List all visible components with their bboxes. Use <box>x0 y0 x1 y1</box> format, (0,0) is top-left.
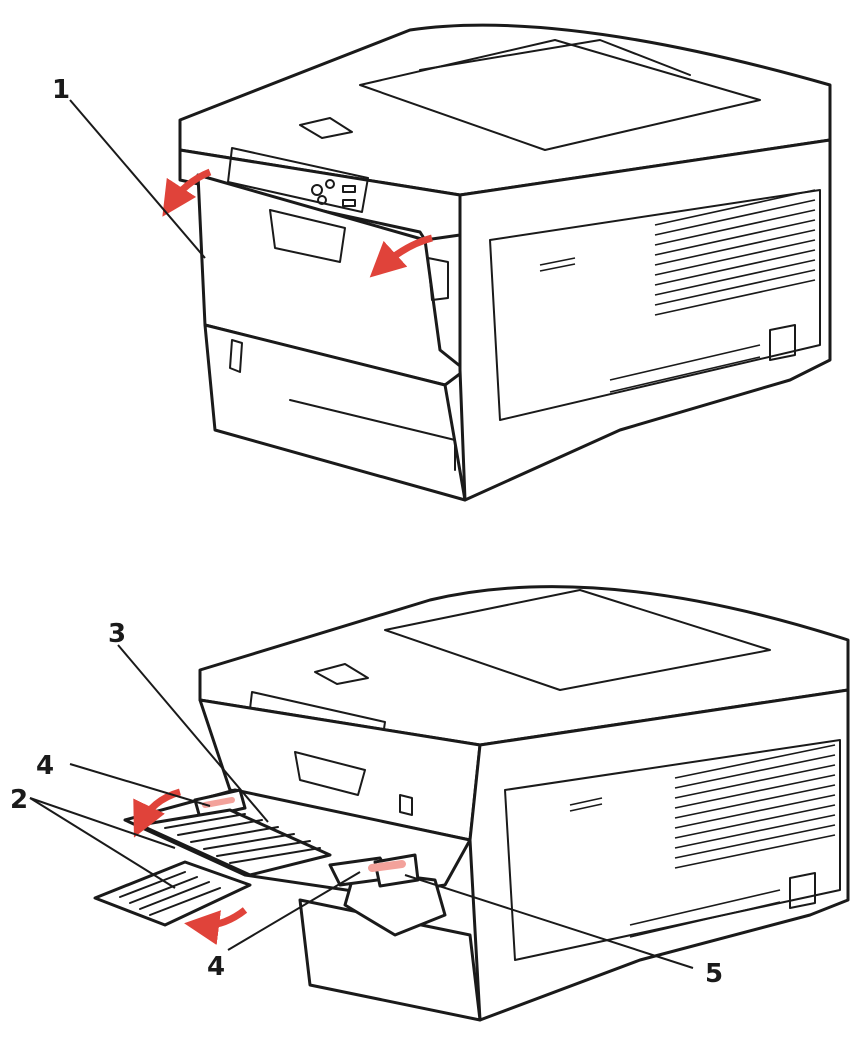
curved-arrow-icon <box>133 788 182 838</box>
control-panel <box>227 147 369 248</box>
grille-vent-icon <box>569 744 836 938</box>
front-cover-handle[interactable] <box>269 209 346 263</box>
callout-2-leader-a <box>29 797 176 849</box>
output-tray <box>359 39 761 151</box>
curved-arrow-icon <box>369 234 433 278</box>
printer-top-lid <box>178 23 832 197</box>
side-latch[interactable] <box>427 257 449 301</box>
output-tray <box>384 589 771 691</box>
printer-bottom-view: 3 4 2 4 5 <box>10 585 850 1022</box>
callout-5: 5 <box>705 959 723 989</box>
callout-4-bottom-leader <box>227 871 361 951</box>
callout-5-leader <box>404 874 694 969</box>
paper-stack-icon <box>138 808 332 877</box>
callout-3: 3 <box>108 619 126 649</box>
callout-4-top-leader <box>69 763 211 807</box>
printer-right-side <box>458 138 832 502</box>
grille-vent-icon <box>539 189 816 393</box>
printer-top-lid <box>198 585 850 747</box>
callout-3-leader <box>117 644 269 823</box>
printer-top-view: 1 <box>52 23 832 502</box>
callout-4-bottom: 4 <box>207 952 225 982</box>
curved-arrow-icon <box>184 907 248 945</box>
callout-2: 2 <box>10 785 28 815</box>
callout-4-top: 4 <box>36 751 54 781</box>
callout-1: 1 <box>52 75 70 105</box>
printer-right-side <box>468 688 850 1022</box>
tray-extension[interactable] <box>343 868 447 937</box>
callout-2-leader-b <box>29 797 176 889</box>
callout-1-leader <box>69 99 206 259</box>
curved-arrow-icon <box>162 168 212 217</box>
paper-stack-icon <box>93 860 252 927</box>
